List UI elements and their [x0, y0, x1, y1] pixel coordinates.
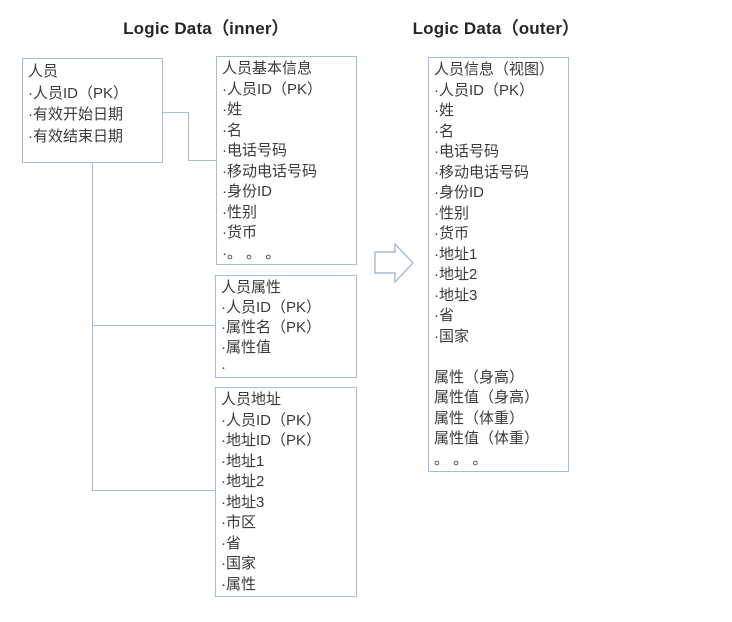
title-logic-data-inner: Logic Data（inner）: [123, 19, 289, 38]
connector-person-basicinfo-v: [188, 112, 189, 160]
entity-title-line: 人员信息（视图）: [434, 61, 555, 78]
field-line: ·国家: [434, 327, 469, 345]
field-line: ·姓: [222, 101, 242, 118]
field-line: ·省: [434, 307, 454, 324]
field-line: ·人员ID（PK）: [221, 299, 322, 316]
field-line: ·人员ID（PK）: [222, 80, 323, 98]
connector-person-trunk-v: [92, 163, 93, 490]
connector-person-basicinfo-h1: [163, 112, 188, 113]
entity-person-info-view: 人员信息（视图） ·人员ID（PK） ·姓 ·名 ·电话号码 ·移动电话号码 ·身份ID ·性…: [428, 57, 569, 472]
entity-title-line: 人员基本信息: [222, 60, 313, 77]
field-line: ·人员ID（PK）: [434, 81, 535, 99]
field-line: ·移动电话号码: [222, 162, 317, 180]
field-line: [434, 347, 564, 368]
connector-person-address-h: [92, 490, 215, 491]
entity-person-address: 人员地址 ·人员ID（PK） ·地址ID（PK） ·地址1 ·地址2 ·地址3 ·市区 ·省 ·…: [215, 387, 357, 597]
field-line: ·身份ID: [434, 184, 484, 201]
field-line: ·地址2: [221, 473, 265, 490]
field-line: ·电话号码: [434, 143, 499, 160]
field-line: ·属性名（PK）: [221, 319, 322, 336]
field-line: ·货币: [434, 225, 469, 242]
field-line: ·市区: [221, 514, 256, 531]
transform-arrow-icon: [370, 240, 420, 290]
field-line: ·人员ID（PK）: [28, 84, 129, 102]
entity-title-line: 人员地址: [221, 391, 282, 408]
field-line: ·电话号码: [222, 142, 287, 159]
title-logic-data-outer: Logic Data（outer）: [412, 19, 580, 38]
field-line: 。 。 。: [434, 450, 488, 468]
field-line: 属性值（体重）: [434, 430, 540, 447]
field-line: ·属性: [221, 575, 256, 593]
field-line: ·有效结束日期: [28, 127, 123, 145]
field-line: ·地址3: [221, 493, 265, 511]
field-line: ·人员ID（PK）: [221, 411, 322, 429]
field-line: 属性值（身高）: [434, 389, 540, 406]
field-line: 属性（体重）: [434, 409, 525, 427]
field-line: ·货币: [222, 224, 257, 241]
field-line: ·有效开始日期: [28, 106, 123, 123]
field-line: 属性（身高）: [434, 368, 525, 386]
field-line: ·: [221, 359, 226, 376]
field-line: ·身份ID: [222, 183, 272, 200]
field-line: ·地址1: [221, 452, 265, 470]
field-line: ·。 。 。: [222, 244, 281, 262]
field-line: ·国家: [221, 555, 256, 572]
connector-person-attribute-h: [92, 325, 215, 326]
entity-person-attribute: 人员属性 ·人员ID（PK） ·属性名（PK） ·属性值 ·: [215, 275, 357, 378]
field-line: ·性别: [434, 204, 469, 222]
entity-title-line: 人员属性: [221, 279, 282, 296]
field-line: ·移动电话号码: [434, 163, 529, 181]
field-line: ·名: [434, 122, 454, 140]
field-line: ·地址ID（PK）: [221, 432, 322, 449]
entity-person-basic-info: 人员基本信息 ·人员ID（PK） ·姓 ·名 ·电话号码 ·移动电话号码 ·身份ID ·性别 ·…: [216, 56, 357, 265]
field-line: ·地址2: [434, 266, 478, 283]
field-line: ·属性值: [221, 339, 271, 356]
field-line: ·省: [221, 534, 241, 552]
field-line: ·地址1: [434, 245, 478, 263]
field-line: ·性别: [222, 203, 257, 221]
field-line: ·地址3: [434, 286, 478, 304]
entity-person: 人员 ·人员ID（PK） ·有效开始日期 ·有效结束日期: [22, 58, 163, 163]
entity-title-line: 人员: [28, 63, 59, 80]
field-line: ·姓: [434, 102, 454, 119]
field-line: ·名: [222, 121, 242, 139]
connector-person-basicinfo-h2: [188, 160, 216, 161]
